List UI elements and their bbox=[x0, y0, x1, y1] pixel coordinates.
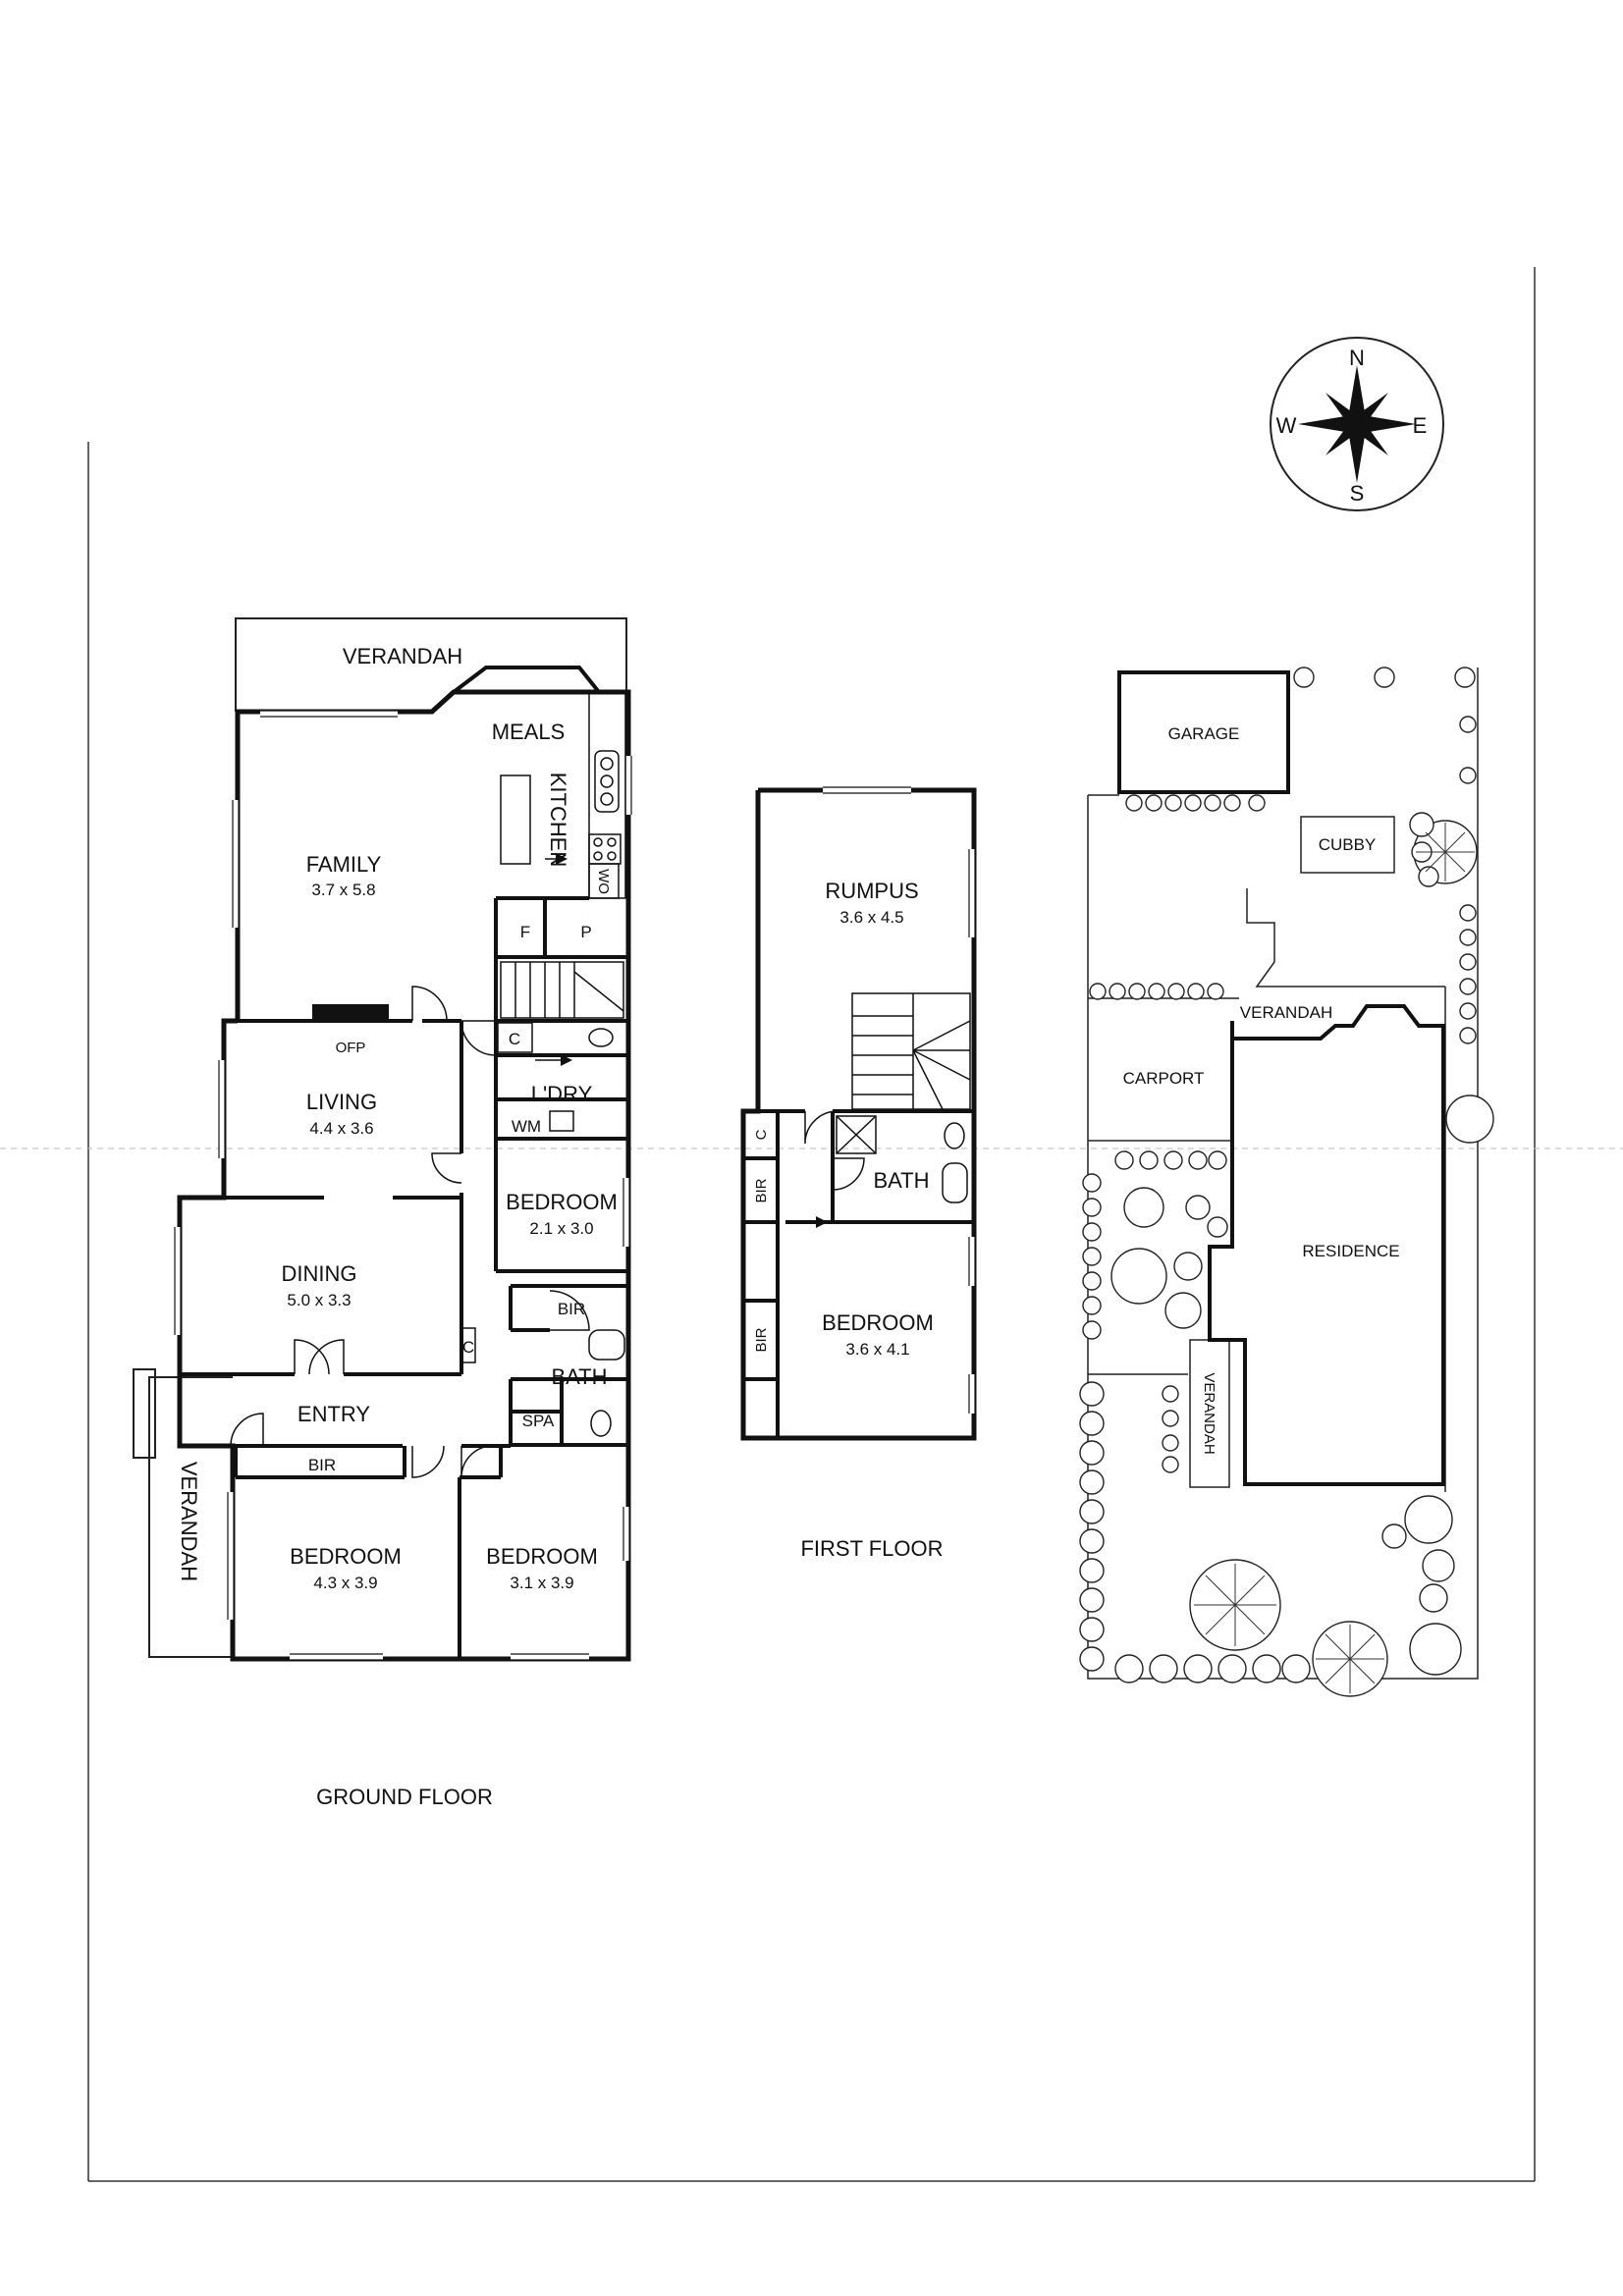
garage-label: GARAGE bbox=[1168, 724, 1240, 743]
first-floor-bath-label: BATH bbox=[873, 1168, 929, 1193]
garage-outline bbox=[1117, 670, 1290, 794]
carport-label: CARPORT bbox=[1123, 1069, 1205, 1088]
bedroom-small-size: 2.1 x 3.0 bbox=[529, 1219, 593, 1238]
bir-middle-label: BIR bbox=[558, 1300, 585, 1318]
first-floor-caption: FIRST FLOOR bbox=[800, 1536, 943, 1561]
first-floor-stairs bbox=[851, 992, 971, 1110]
ground-floor-caption: GROUND FLOOR bbox=[316, 1785, 493, 1809]
washing-machine-label: WM bbox=[512, 1117, 541, 1136]
wall-oven-label: WO bbox=[595, 869, 612, 894]
dining-label: DINING bbox=[282, 1261, 357, 1286]
compass-west: W bbox=[1276, 413, 1297, 438]
bir-front-label: BIR bbox=[308, 1456, 336, 1474]
laundry-cupboard-label: C bbox=[509, 1030, 520, 1048]
cooktop bbox=[588, 833, 622, 865]
first-floor-plan: RUMPUS 3.6 x 4.5 C BIR BATH BIR BEDROOM … bbox=[740, 786, 977, 1561]
meals-label: MEALS bbox=[492, 720, 566, 744]
bedroom-front-right-label: BEDROOM bbox=[486, 1544, 598, 1569]
residence-outline bbox=[1208, 1004, 1445, 1486]
compass-south: S bbox=[1350, 481, 1365, 506]
bir-upper-label: BIR bbox=[753, 1178, 770, 1202]
kitchen-label: KITCHEN bbox=[546, 773, 570, 868]
ground-floor-stairs bbox=[500, 961, 624, 1019]
verandah-bay-window bbox=[133, 1368, 156, 1459]
first-floor-cupboard-label: C bbox=[753, 1129, 770, 1140]
rear-verandah-outline bbox=[235, 617, 627, 712]
ofp-label: OFP bbox=[336, 1040, 366, 1056]
dining-size: 5.0 x 3.3 bbox=[287, 1291, 351, 1309]
wall-oven bbox=[588, 863, 620, 899]
entry-label: ENTRY bbox=[298, 1402, 370, 1426]
laundry-trough bbox=[549, 1110, 574, 1132]
laundry-label: L'DRY bbox=[531, 1082, 593, 1106]
first-floor-bedroom-size: 3.6 x 4.1 bbox=[845, 1340, 909, 1359]
site-plan: GARAGE CUBBY VERANDAH CARPORT RESIDENCE … bbox=[1079, 667, 1494, 1697]
compass-rose: N S E W bbox=[1270, 337, 1444, 511]
bath-label: BATH bbox=[551, 1364, 607, 1389]
compass-north: N bbox=[1349, 346, 1365, 370]
side-verandah-outline bbox=[148, 1376, 233, 1658]
fridge-label: F bbox=[520, 923, 530, 941]
laundry-cupboard bbox=[497, 1022, 533, 1053]
kitchen-island bbox=[500, 774, 531, 865]
living-label: LIVING bbox=[306, 1090, 377, 1114]
cubby-outline bbox=[1300, 816, 1395, 874]
first-floor-bedroom-label: BEDROOM bbox=[822, 1310, 934, 1335]
site-side-verandah-label: VERANDAH bbox=[1201, 1372, 1217, 1454]
rumpus-label: RUMPUS bbox=[825, 879, 918, 903]
side-verandah-label: VERANDAH bbox=[177, 1462, 201, 1581]
living-size: 4.4 x 3.6 bbox=[309, 1119, 373, 1138]
driveway-outline bbox=[1246, 888, 1445, 988]
site-verandah-label: VERANDAH bbox=[1240, 1003, 1332, 1022]
cubby-label: CUBBY bbox=[1319, 835, 1377, 854]
bedroom-small-label: BEDROOM bbox=[506, 1190, 618, 1214]
residence-label: RESIDENCE bbox=[1302, 1242, 1399, 1260]
sheet-frame bbox=[0, 267, 1623, 2182]
open-fireplace bbox=[312, 1004, 389, 1021]
family-label: FAMILY bbox=[306, 852, 382, 877]
bir-lower-label: BIR bbox=[753, 1327, 770, 1352]
family-size: 3.7 x 5.8 bbox=[311, 881, 375, 899]
ground-floor-plan: VERANDAH MEALS KITCHEN WO FAMILY 3.7 x 5… bbox=[133, 617, 632, 1809]
dining-cupboard-label: C bbox=[462, 1338, 474, 1357]
kitchen-sink bbox=[594, 750, 620, 813]
pantry-label: P bbox=[580, 923, 591, 941]
spa-label: SPA bbox=[522, 1412, 555, 1430]
bedroom-front-left-label: BEDROOM bbox=[290, 1544, 402, 1569]
bedroom-front-left-size: 4.3 x 3.9 bbox=[313, 1574, 377, 1592]
bedroom-front-right-size: 3.1 x 3.9 bbox=[510, 1574, 573, 1592]
rumpus-size: 3.6 x 4.5 bbox=[839, 908, 903, 927]
rear-verandah-label: VERANDAH bbox=[343, 644, 462, 668]
compass-east: E bbox=[1413, 413, 1428, 438]
